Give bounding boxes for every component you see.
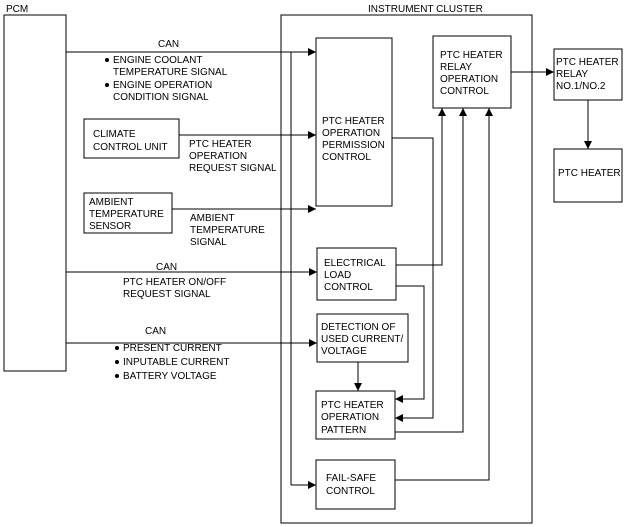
instrument-cluster-label: INSTRUMENT CLUSTER bbox=[368, 4, 483, 15]
can-3-label: CAN bbox=[145, 326, 166, 337]
load-to-pattern-arrow bbox=[395, 285, 425, 403]
electrical-load-control-block bbox=[316, 247, 397, 301]
can-2-item: PTC HEATER ON/OFF bbox=[123, 277, 226, 288]
heater-block bbox=[553, 148, 623, 203]
detection-text: DETECTION OF USED CURRENT/ VOLTAGE bbox=[321, 322, 406, 357]
heater-text: PTC HEATER bbox=[558, 168, 621, 179]
pattern-to-relay-control-arrow bbox=[395, 108, 467, 433]
bullet-icon bbox=[105, 58, 109, 62]
can-1-item: TEMPERATURE SIGNAL bbox=[113, 67, 228, 78]
electrical-load-control-text: ELECTRICAL LOAD CONTROL bbox=[324, 258, 388, 293]
can-3-item: PRESENT CURRENT bbox=[123, 343, 222, 354]
relay-operation-control-text: PTC HEATER RELAY OPERATION CONTROL bbox=[440, 50, 505, 97]
can-1-item: ENGINE COOLANT bbox=[113, 55, 202, 66]
relay-operation-control-block bbox=[432, 35, 512, 109]
can-3-item: BATTERY VOLTAGE bbox=[123, 371, 217, 382]
can-1-item: ENGINE OPERATION bbox=[113, 80, 212, 91]
permission-to-pattern-arrow bbox=[392, 137, 434, 422]
can-1-item: CONDITION SIGNAL bbox=[113, 92, 209, 103]
bullet-icon bbox=[105, 83, 109, 87]
ambient-temperature-sensor-text: AMBIENT TEMPERATURE SENSOR bbox=[89, 197, 167, 232]
bullet-icon bbox=[115, 346, 119, 350]
request-signal-label: PTC HEATER OPERATION REQUEST SIGNAL bbox=[189, 139, 277, 174]
can-2-item: REQUEST SIGNAL bbox=[123, 289, 211, 300]
bullet-icon bbox=[115, 360, 119, 364]
can-3-item: INPUTABLE CURRENT bbox=[123, 357, 230, 368]
permission-control-text: PTC HEATER OPERATION PERMISSION CONTROL bbox=[322, 116, 388, 163]
relay-text: PTC HEATER RELAY NO.1/NO.2 bbox=[556, 57, 621, 92]
load-to-relay-control-arrow bbox=[396, 108, 446, 266]
permission-control-block bbox=[315, 37, 393, 207]
can-2-label: CAN bbox=[156, 262, 177, 273]
pcm-label: PCM bbox=[6, 4, 28, 15]
fail-safe-control-block bbox=[315, 459, 396, 510]
failsafe-to-relay-control-arrow bbox=[395, 108, 493, 481]
can-1-label: CAN bbox=[158, 39, 179, 50]
climate-control-unit-text: CLIMATE CONTROL UNIT bbox=[93, 129, 168, 153]
bullet-icon bbox=[115, 374, 119, 378]
operation-pattern-block bbox=[315, 390, 396, 440]
ambient-temperature-sensor-block bbox=[83, 192, 173, 234]
ambient-signal-label: AMBIENT TEMPERATURE SIGNAL bbox=[190, 213, 268, 248]
operation-pattern-text: PTC HEATER OPERATION PATTERN bbox=[321, 400, 386, 436]
pcm-block bbox=[3, 14, 67, 372]
climate-control-unit-block bbox=[83, 118, 180, 159]
detection-block bbox=[316, 313, 409, 363]
fail-safe-control-text: FAIL-SAFE CONTROL bbox=[326, 473, 379, 497]
